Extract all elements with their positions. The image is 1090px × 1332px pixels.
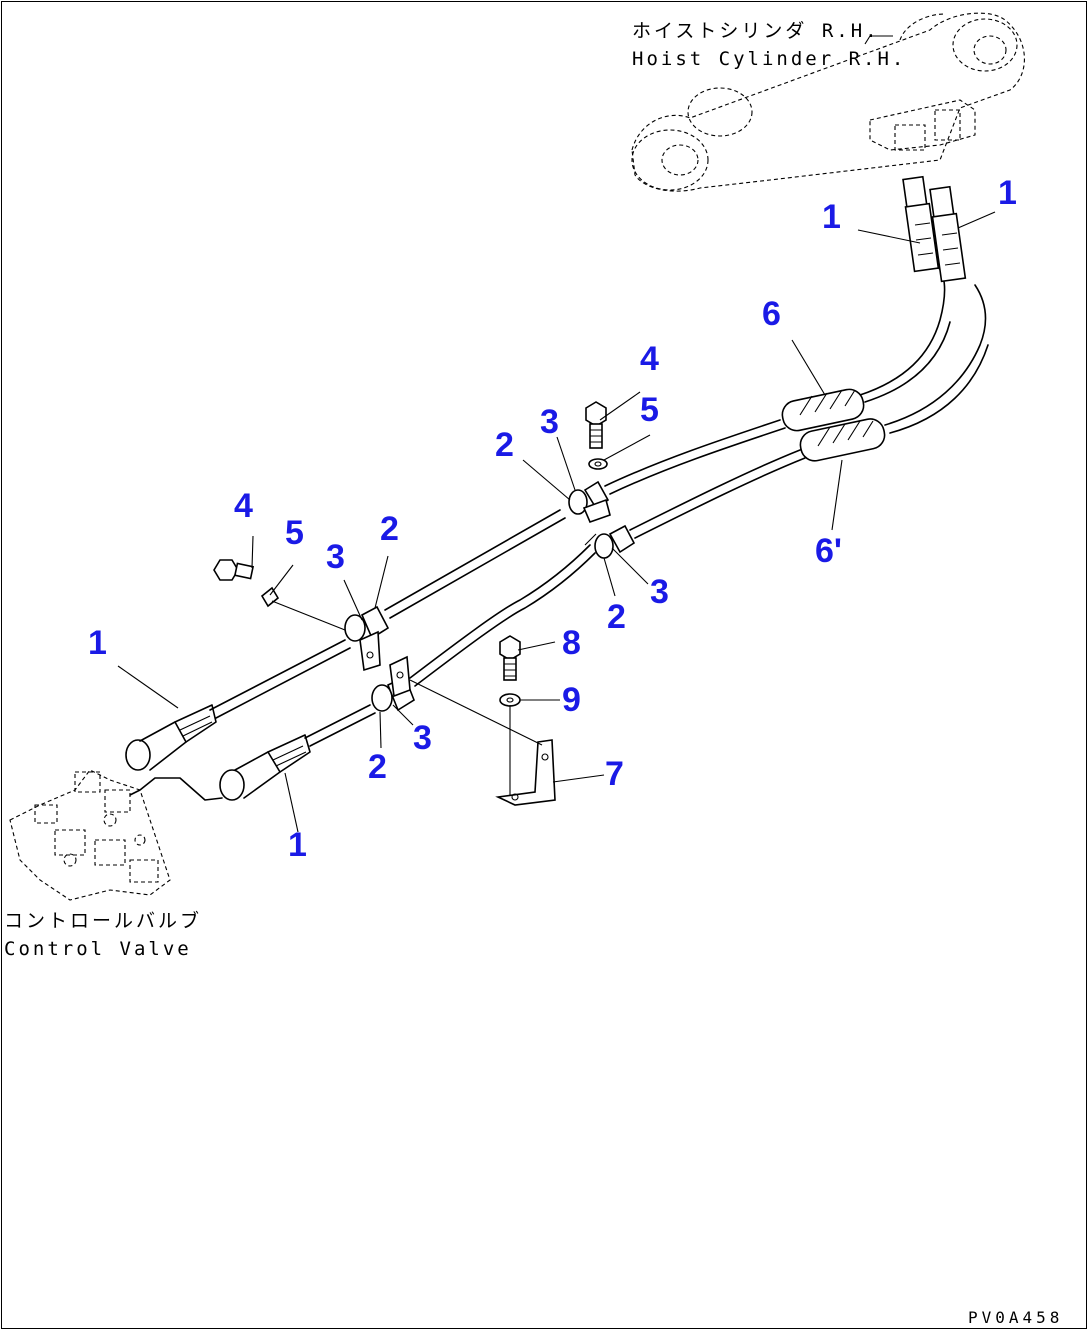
callout-bracket-plate: 3 — [413, 719, 432, 757]
callout-protector: 6' — [815, 532, 842, 570]
callout-clamp: 2 — [607, 598, 626, 636]
hoist-cylinder-en-caption: Hoist Cylinder R.H. — [632, 48, 907, 70]
callout-hose: 1 — [288, 826, 307, 864]
drawing-code: PV0A458 — [968, 1308, 1064, 1327]
callout-bracket-plate: 3 — [540, 403, 559, 441]
callout-hose: 1 — [88, 624, 107, 662]
callout-bolt: 4 — [640, 340, 659, 378]
control-valve-drawing — [9, 769, 223, 901]
callout-bolt: 4 — [234, 487, 253, 525]
callout-hose: 1 — [998, 174, 1017, 212]
control-valve-en-caption: Control Valve — [4, 938, 192, 960]
lower-hose-line — [219, 284, 989, 801]
hoist-cylinder-drawing — [631, 12, 1025, 192]
callout-clamp: 2 — [368, 748, 387, 786]
leader-lines — [117, 35, 996, 833]
callout-bracket-plate: 3 — [326, 538, 345, 576]
callout-washer: 9 — [562, 681, 581, 719]
callout-clamp: 2 — [380, 510, 399, 548]
callout-bracket-plate: 3 — [650, 573, 669, 611]
clamp-assemblies — [344, 480, 636, 712]
control-valve-jp-caption: コントロールバルブ — [4, 910, 203, 932]
callout-bracket: 7 — [605, 755, 624, 793]
callout-clamp: 2 — [495, 426, 514, 464]
hoist-cylinder-jp-caption: ホイストシリンダ R.H. — [632, 20, 880, 42]
cylinder-fittings — [902, 175, 967, 283]
protector-sleeves — [781, 388, 886, 462]
callout-bolt: 8 — [562, 624, 581, 662]
callout-hose: 1 — [822, 198, 841, 236]
callout-protector: 6 — [762, 295, 781, 333]
bolts-washers — [213, 401, 608, 806]
callout-washer: 5 — [640, 391, 659, 429]
callout-washer: 5 — [285, 514, 304, 552]
